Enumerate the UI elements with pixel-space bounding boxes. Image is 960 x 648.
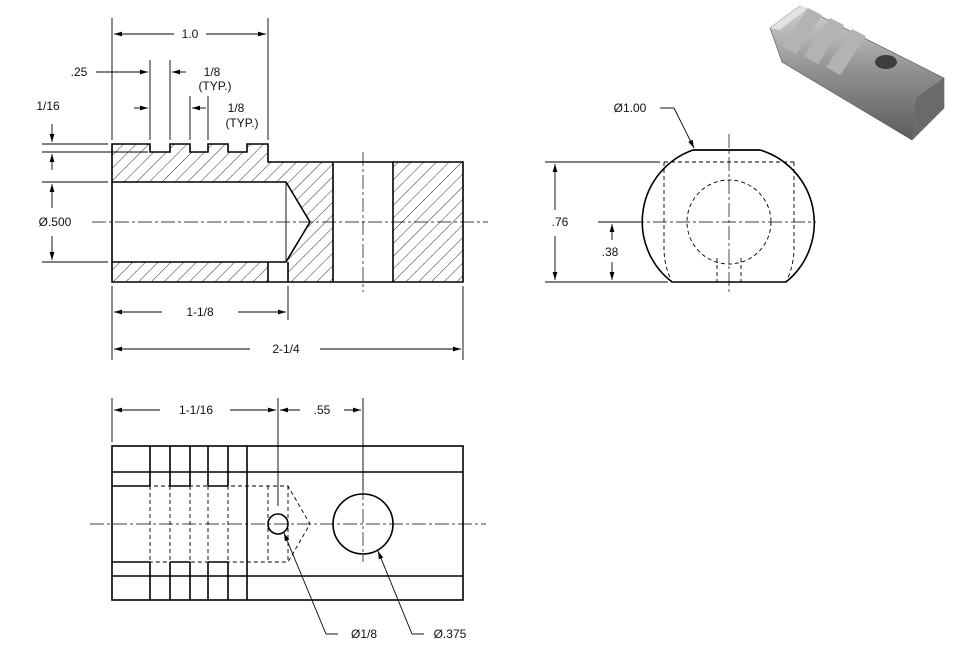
dim-top-hole-spacing: .55 [314,403,331,417]
dim-top-hole-location: 1-1/16 [179,403,213,417]
dim-side-half: .38 [602,245,619,259]
front-outline [111,143,464,283]
dim-overall-top: 1.0 [182,27,199,41]
front-section-view [92,143,488,292]
side-outline [641,149,816,283]
dim-groove-depth: 1/16 [36,99,60,113]
side-dimensions: Ø1.00 .76 .38 [545,101,695,283]
dim-large-hole: Ø.375 [434,627,467,641]
dim-side-diameter: Ø1.00 [614,101,647,115]
dim-groove-spacing: 1/8 [228,101,245,115]
dim-groove-width-typ: (TYP.) [198,79,231,93]
dim-overall-length: 2-1/4 [272,342,300,356]
dim-small-hole: Ø1/8 [351,627,377,641]
top-outline [111,445,464,601]
dim-bore-diameter: Ø.500 [39,215,72,229]
groove-lines [112,446,248,600]
dim-groove-spacing-typ: (TYP.) [225,116,258,130]
side-view [630,134,816,292]
dim-groove-offset: .25 [71,65,88,79]
dim-groove-width: 1/8 [204,65,221,79]
iso-hole [875,55,897,69]
isometric-view [769,5,945,141]
top-view [90,445,486,601]
dim-bore-depth: 1-1/8 [186,305,214,319]
dim-side-height: .76 [552,215,569,229]
top-dimensions: 1-1/16 .55 Ø1/8 Ø.375 [111,398,467,641]
front-dimensions: 1.0 .25 1/8 (TYP.) 1/8 (TYP.) 1/16 Ø.500 [36,18,464,360]
